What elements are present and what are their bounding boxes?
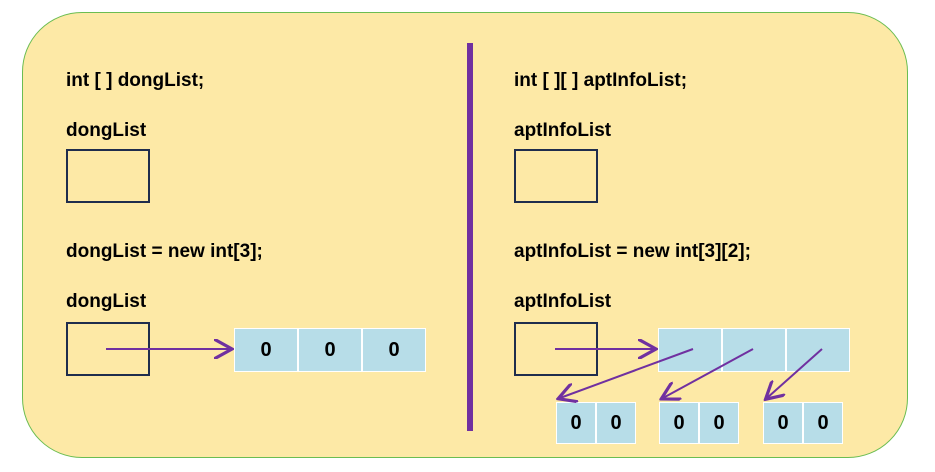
- inner-array-0: 0 0: [556, 402, 636, 444]
- right-declaration: int [ ][ ] aptInfoList;: [514, 70, 688, 91]
- left-int-array: 0 0 0: [234, 328, 426, 372]
- center-divider: [467, 43, 473, 431]
- inner-array-2-cell-0: 0: [763, 402, 803, 444]
- left-array-cell-0: 0: [234, 328, 298, 372]
- right-assignment: aptInfoList = new int[3][2];: [514, 241, 751, 262]
- inner-array-0-cell-1: 0: [596, 402, 636, 444]
- right-label-1: aptInfoList: [514, 120, 612, 141]
- arrow-outer-0-to-inner-0: [560, 348, 694, 398]
- right-label-2: aptInfoList: [514, 291, 612, 312]
- left-declaration: int [ ] dongList;: [66, 70, 205, 91]
- left-label-2: dongList: [66, 291, 147, 312]
- inner-array-1-cell-1: 0: [699, 402, 739, 444]
- outer-array-cell-2: [786, 328, 850, 372]
- right-reference-box-empty: [514, 149, 598, 203]
- inner-array-2: 0 0: [763, 402, 843, 444]
- left-array-cell-2: 0: [362, 328, 426, 372]
- inner-array-2-cell-1: 0: [803, 402, 843, 444]
- outer-array-cell-1: [722, 328, 786, 372]
- inner-array-1-cell-0: 0: [659, 402, 699, 444]
- left-label-1: dongList: [66, 120, 147, 141]
- arrow-outer-2-to-inner-2: [767, 348, 823, 398]
- left-assignment: dongList = new int[3];: [66, 241, 263, 262]
- inner-array-0-cell-0: 0: [556, 402, 596, 444]
- left-array-cell-1: 0: [298, 328, 362, 372]
- left-reference-box-empty: [66, 149, 150, 203]
- inner-array-1: 0 0: [659, 402, 739, 444]
- arrow-outer-1-to-inner-1: [663, 348, 754, 398]
- diagram-panel: [22, 12, 908, 458]
